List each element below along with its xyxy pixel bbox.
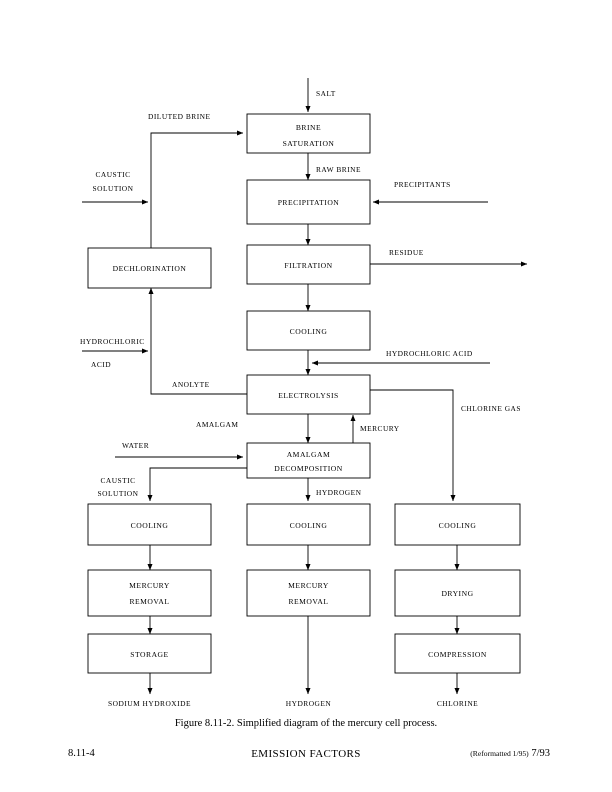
connector-chlorine-gas	[370, 389, 456, 502]
node-label: REMOVAL	[288, 597, 328, 606]
node-label: COOLING	[439, 521, 477, 530]
node-cooling-main[interactable]: COOLING	[246, 310, 371, 351]
node-label: COOLING	[290, 327, 328, 336]
flow-label-precipitants: PRECIPITANTS	[394, 180, 451, 189]
flow-label-salt: SALT	[316, 89, 336, 98]
connector-anolyte	[148, 287, 247, 395]
flow-label-caustic-solution-top: CAUSTIC	[95, 170, 130, 179]
flow-label-water: WATER	[122, 441, 149, 450]
node-dechlorination[interactable]: DECHLORINATION	[87, 247, 212, 289]
flow-label-diluted-brine: DILUTED BRINE	[148, 112, 211, 121]
node-label: FILTRATION	[284, 261, 332, 270]
node-mercury-removal-mid[interactable]: MERCURY REMOVAL	[246, 569, 371, 617]
flow-label-caustic-solution-bottom: CAUSTIC	[100, 476, 135, 485]
connector-caustic-solution-bottom	[147, 467, 247, 502]
node-label: MERCURY	[288, 581, 329, 590]
flow-label-anolyte: ANOLYTE	[172, 380, 210, 389]
node-label: DECOMPOSITION	[274, 464, 343, 473]
node-electrolysis[interactable]: ELECTROLYSIS	[246, 374, 371, 415]
node-label: COMPRESSION	[428, 650, 487, 659]
flow-label-caustic-solution-top: SOLUTION	[93, 184, 134, 193]
node-drying[interactable]: DRYING	[394, 569, 521, 617]
flow-label-sodium-hydroxide-output: SODIUM HYDROXIDE	[108, 699, 191, 708]
footer-page-number: 8.11-4	[68, 748, 95, 759]
node-label: DECHLORINATION	[113, 264, 187, 273]
flow-label-hydrogen-output: HYDROGEN	[286, 699, 332, 708]
node-label: STORAGE	[130, 650, 168, 659]
node-label: AMALGAM	[287, 450, 331, 459]
node-storage[interactable]: STORAGE	[87, 633, 212, 674]
footer-title: EMISSION FACTORS	[251, 748, 361, 760]
node-label: COOLING	[131, 521, 169, 530]
flow-label-hydrogen-mid: HYDROGEN	[316, 488, 362, 497]
node-mercury-removal-left[interactable]: MERCURY REMOVAL	[87, 569, 212, 617]
node-cooling-mid[interactable]: COOLING	[246, 503, 371, 546]
connector-diluted-brine	[150, 130, 244, 248]
node-compression[interactable]: COMPRESSION	[394, 633, 521, 674]
node-amalgam-decomposition[interactable]: AMALGAM DECOMPOSITION	[246, 442, 371, 479]
flow-label-caustic-solution-bottom: SOLUTION	[98, 489, 139, 498]
node-label: MERCURY	[129, 581, 170, 590]
node-cooling-left[interactable]: COOLING	[87, 503, 212, 546]
flow-label-hydrochloric-acid-left: HYDROCHLORIC	[80, 337, 145, 346]
node-label: REMOVAL	[129, 597, 169, 606]
flow-label-hydrochloric-acid-right: HYDROCHLORIC ACID	[386, 349, 473, 358]
node-label: BRINE	[296, 123, 321, 132]
node-label: COOLING	[290, 521, 328, 530]
flow-label-amalgam: AMALGAM	[196, 420, 239, 429]
figure-caption: Figure 8.11-2. Simplified diagram of the…	[174, 718, 438, 729]
node-label: DRYING	[441, 589, 473, 598]
flow-label-raw-brine: RAW BRINE	[316, 165, 361, 174]
flow-label-chlorine-output: CHLORINE	[437, 699, 478, 708]
node-filtration[interactable]: FILTRATION	[246, 244, 371, 285]
footer-date: 7/93	[531, 748, 550, 759]
flow-label-mercury: MERCURY	[360, 424, 400, 433]
flow-label-hydrochloric-acid-left: ACID	[91, 360, 111, 369]
node-precipitation[interactable]: PRECIPITATION	[246, 179, 371, 225]
flow-label-residue: RESIDUE	[389, 248, 424, 257]
node-brine-saturation[interactable]: BRINE SATURATION	[246, 113, 371, 154]
flow-label-chlorine-gas: CHLORINE GAS	[461, 404, 521, 413]
node-label: PRECIPITATION	[278, 198, 340, 207]
node-label: ELECTROLYSIS	[278, 391, 339, 400]
node-label: SATURATION	[283, 139, 335, 148]
page-footer: 8.11-4 EMISSION FACTORS (Reformatted 1/9…	[0, 748, 612, 768]
node-cooling-right[interactable]: COOLING	[394, 503, 521, 546]
footer-reformatted: (Reformatted 1/95)	[470, 749, 529, 758]
footer-revision: (Reformatted 1/95) 7/93	[470, 748, 550, 759]
